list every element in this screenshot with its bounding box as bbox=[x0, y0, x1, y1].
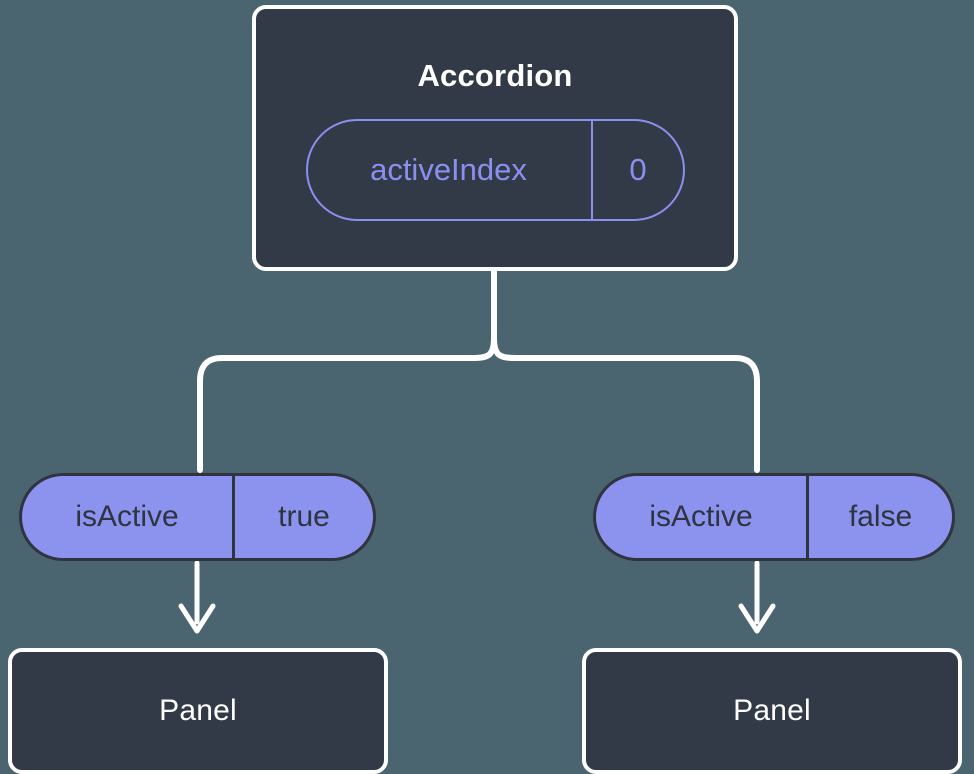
state-pill-active-index[interactable]: activeIndex 0 bbox=[306, 119, 685, 221]
arrow-head-right-icon bbox=[738, 603, 776, 634]
state-pill-key: activeIndex bbox=[370, 152, 527, 187]
prop-pill-left-is-active[interactable]: isActive true bbox=[19, 473, 376, 561]
prop-pill-left-key: isActive bbox=[75, 500, 179, 533]
node-panel-left[interactable]: Panel bbox=[8, 648, 388, 774]
node-accordion-title: Accordion bbox=[417, 58, 573, 93]
prop-pill-right-key: isActive bbox=[649, 500, 753, 533]
state-pill-value: 0 bbox=[591, 121, 683, 219]
prop-pill-right-value: false bbox=[806, 476, 952, 558]
node-panel-right-title: Panel bbox=[733, 694, 811, 727]
prop-pill-right-is-active[interactable]: isActive false bbox=[593, 473, 955, 561]
node-panel-left-title: Panel bbox=[159, 694, 237, 727]
prop-pill-left-value: true bbox=[232, 476, 373, 558]
connector-trunk-split-left bbox=[197, 335, 497, 473]
connector-trunk-split bbox=[491, 268, 760, 473]
node-panel-right[interactable]: Panel bbox=[582, 648, 962, 774]
arrow-head-left-icon bbox=[178, 603, 216, 634]
